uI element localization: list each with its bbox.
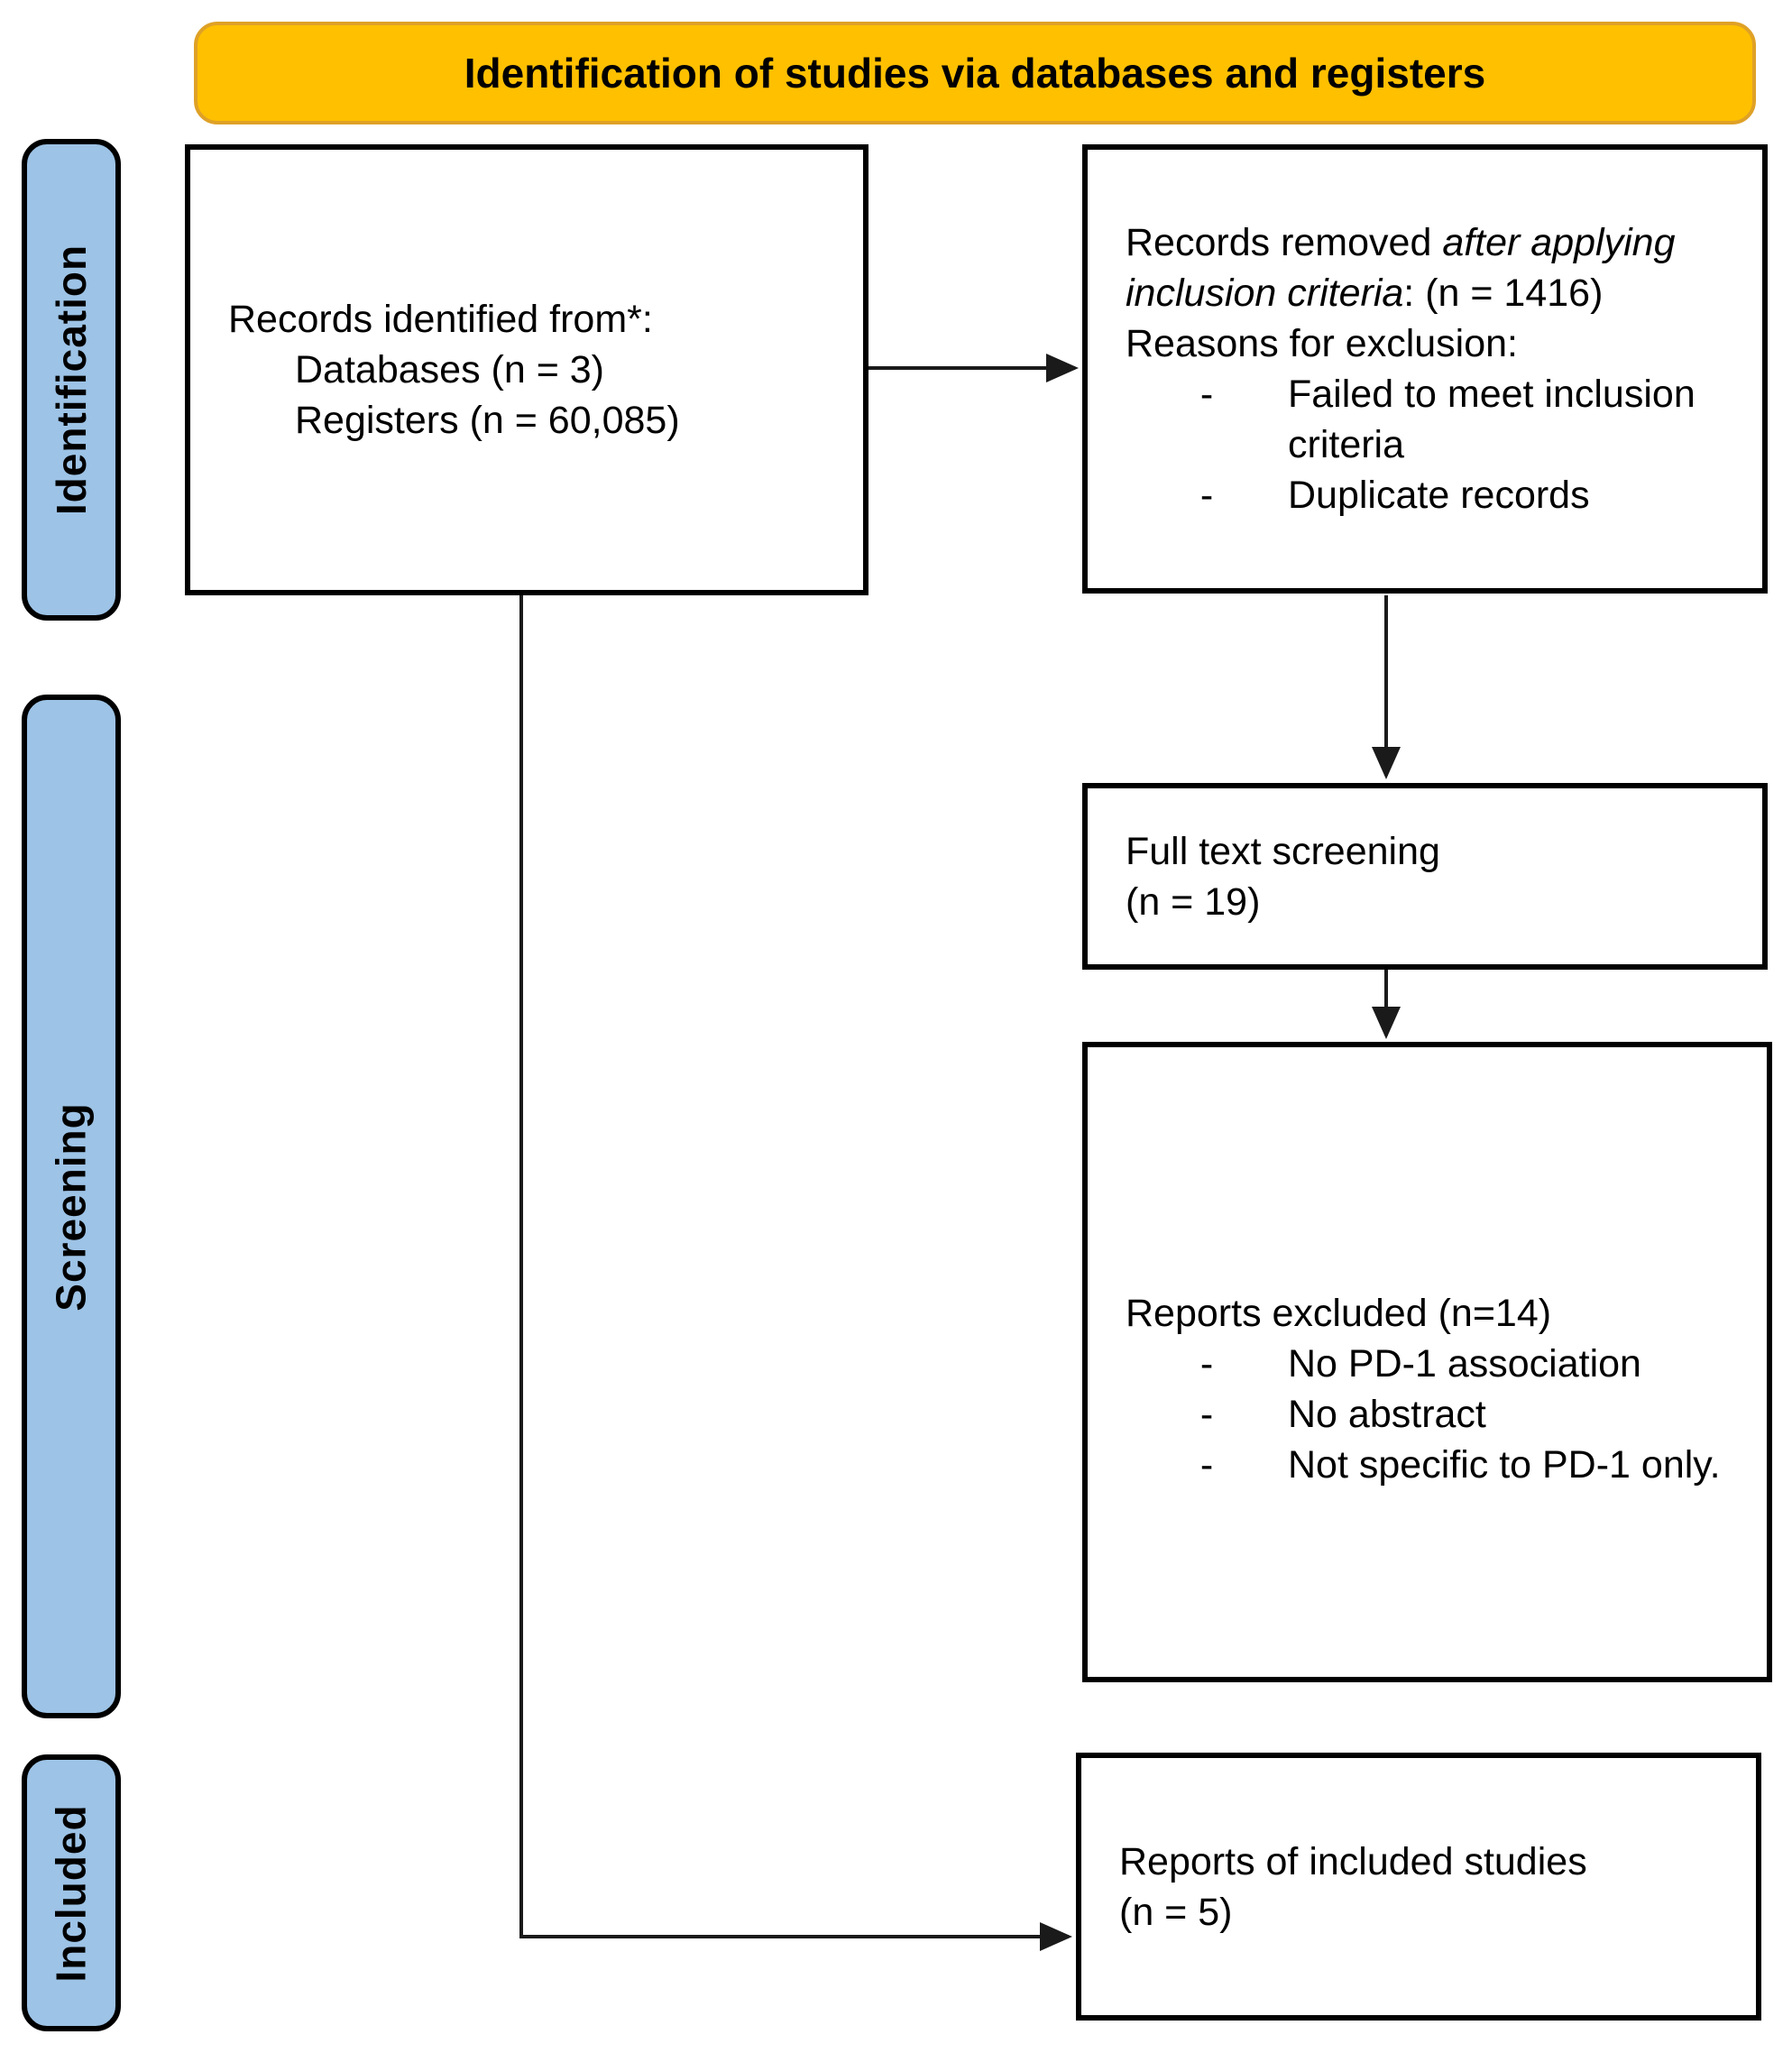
box-records-identified: Records identified from*: Databases (n =…: [185, 144, 868, 595]
reasons-for-exclusion-heading: Reasons for exclusion:: [1126, 322, 1518, 365]
bullet-dash: -: [1199, 1393, 1214, 1436]
box-records-removed: Records removed after applying inclusion…: [1082, 144, 1768, 594]
arrow-identified-to-included: [519, 595, 1072, 1951]
stage-bar-included: Included: [22, 1754, 121, 2031]
records-identified-databases: Databases (n = 3): [295, 348, 604, 391]
banner-title: Identification of studies via databases …: [194, 22, 1756, 124]
records-removed-line1: Records removed after applying: [1126, 217, 1737, 268]
records-removed-line2-normal: : (n = 1416): [1403, 272, 1604, 315]
exclusion-bullet-1: - Failed to meet inclusion criteria: [1126, 369, 1737, 470]
stage-bar-screening: Screening: [22, 695, 121, 1718]
box-full-text-screening: Full text screening (n = 19): [1082, 783, 1768, 970]
full-text-line2: (n = 19): [1126, 879, 1261, 924]
box-included-studies: Reports of included studies (n = 5): [1076, 1753, 1761, 2021]
exclusion-bullet-1-text: Failed to meet inclusion criteria: [1288, 373, 1696, 466]
exclusion-bullet-2: - Duplicate records: [1126, 470, 1737, 520]
bullet-dash: -: [1199, 373, 1214, 416]
bullet-dash: -: [1199, 1342, 1214, 1386]
records-identified-registers: Registers (n = 60,085): [295, 399, 680, 442]
exclusion-bullet-2-text: Duplicate records: [1288, 474, 1590, 517]
stage-bar-identification: Identification: [22, 139, 121, 621]
bullet-dash: -: [1199, 1443, 1214, 1487]
included-studies-line2: (n = 5): [1119, 1890, 1233, 1934]
records-removed-line2-italic: inclusion criteria: [1126, 272, 1404, 315]
excluded-bullet-3-text: Not specific to PD-1 only.: [1288, 1443, 1721, 1487]
banner-title-text: Identification of studies via databases …: [464, 50, 1486, 97]
box-reports-excluded: Reports excluded (n=14) - No PD-1 associ…: [1082, 1042, 1772, 1682]
records-removed-line1-normal: Records removed: [1126, 221, 1443, 264]
excluded-bullet-1: - No PD-1 association: [1126, 1339, 1741, 1389]
stage-label-screening: Screening: [48, 1101, 96, 1312]
reports-excluded-heading: Reports excluded (n=14): [1126, 1292, 1552, 1335]
records-removed-line2: inclusion criteria: (n = 1416): [1126, 268, 1737, 318]
records-identified-heading: Records identified from*:: [228, 298, 653, 341]
bullet-dash: -: [1199, 474, 1214, 517]
full-text-line1: Full text screening: [1126, 829, 1440, 873]
stage-label-included: Included: [48, 1803, 95, 1983]
excluded-bullet-3: - Not specific to PD-1 only.: [1126, 1440, 1741, 1490]
included-studies-line1: Reports of included studies: [1119, 1839, 1587, 1883]
records-removed-line1-italic: after applying: [1442, 221, 1676, 264]
stage-label-identification: Identification: [48, 244, 96, 516]
excluded-bullet-2-text: No abstract: [1288, 1393, 1486, 1436]
excluded-bullet-2: - No abstract: [1126, 1389, 1741, 1440]
excluded-bullet-1-text: No PD-1 association: [1288, 1342, 1641, 1386]
